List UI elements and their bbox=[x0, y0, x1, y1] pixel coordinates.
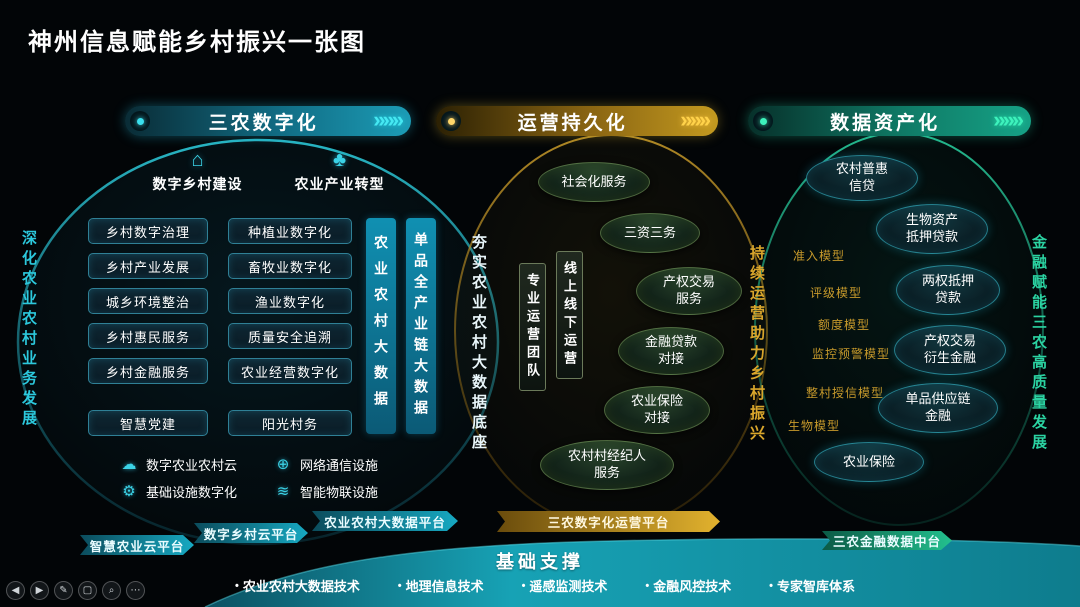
infra-digital-infrastructure: ⚙ 基础设施数字化 bbox=[120, 481, 237, 501]
agriculture-icon: ♣ bbox=[332, 149, 347, 171]
prev-slide-button[interactable]: ◀ bbox=[6, 581, 25, 600]
service-rural-broker: 农村村经纪人服务 bbox=[540, 440, 674, 490]
box-rural-industry-dev: 乡村产业发展 bbox=[88, 253, 208, 279]
village-icon: ⌂ bbox=[191, 149, 204, 171]
left-foundation-label: 夯实农业农村大数据底座 bbox=[470, 234, 487, 454]
product-agri-insurance: 农业保险 bbox=[814, 442, 924, 482]
header-operation: 运营持久化 »»» bbox=[436, 106, 718, 136]
platform-agri-rural-bigdata: 农业农村大数据平台 bbox=[312, 511, 458, 531]
model-access: 准入模型 bbox=[793, 249, 846, 263]
footer-item: • 地理信息技术 bbox=[398, 576, 484, 595]
model-biological: 生物模型 bbox=[788, 419, 841, 433]
infra-digital-agri-cloud: ☁ 数字农业农村云 bbox=[120, 454, 238, 474]
right-side-label: 金融赋能三农高质量发展 bbox=[1030, 234, 1047, 454]
bullet-icon: • bbox=[645, 579, 650, 592]
zoom-button[interactable]: ⌕ bbox=[102, 581, 121, 600]
header-operation-label: 运营持久化 bbox=[517, 112, 628, 134]
chevrons-icon: »»» bbox=[680, 106, 711, 132]
footer-title: 基础支撑 bbox=[496, 552, 584, 572]
page-title: 神州信息赋能乡村振兴一张图 bbox=[28, 29, 366, 56]
cloud-icon: ☁ bbox=[121, 456, 137, 473]
pen-annotate-button[interactable]: ✎ bbox=[54, 581, 73, 600]
infra-label: 基础设施数字化 bbox=[146, 484, 238, 500]
bullet-icon: • bbox=[769, 579, 773, 592]
box-sunshine-village-affairs: 阳光村务 bbox=[228, 410, 352, 436]
box-rural-finance-services: 乡村金融服务 bbox=[88, 358, 208, 384]
footer-item-label: 地理信息技术 bbox=[405, 579, 484, 594]
box-rural-welfare-services: 乡村惠民服务 bbox=[88, 323, 208, 349]
header-asset-label: 数据资产化 bbox=[830, 112, 941, 134]
model-village-credit: 整村授信模型 bbox=[806, 386, 885, 400]
product-inclusive-credit: 农村普惠信贷 bbox=[806, 155, 918, 201]
model-rating: 评级模型 bbox=[810, 286, 863, 300]
slideshow-controls: ◀ ▶ ✎ ▢ ⌕ ⋯ bbox=[6, 581, 145, 600]
bullet-icon: • bbox=[521, 579, 526, 592]
bar-single-product-chain-bigdata: 单品全产业链大数据 bbox=[406, 218, 436, 434]
signal-icon: ≋ bbox=[276, 483, 290, 500]
header-digital-label: 三农数字化 bbox=[208, 112, 319, 134]
header-digital: 三农数字化 »»» bbox=[125, 106, 411, 136]
footer-item-label: 农业农村大数据技术 bbox=[242, 579, 360, 594]
footer-item: • 遥感监测技术 bbox=[522, 576, 608, 595]
bar-professional-ops-team: 专业运营团队 bbox=[519, 263, 546, 391]
bullet-icon: • bbox=[235, 579, 239, 592]
service-loan-matching: 金融贷款对接 bbox=[618, 327, 724, 375]
box-quality-traceability: 质量安全追溯 bbox=[228, 323, 352, 349]
product-supply-chain-finance: 单品供应链金融 bbox=[878, 383, 998, 433]
subhead-agri-transform: ♣ 农业产业转型 bbox=[272, 149, 407, 194]
subhead-digital-village: ⌂ 数字乡村建设 bbox=[130, 149, 265, 194]
next-slide-button[interactable]: ▶ bbox=[30, 581, 49, 600]
left-side-label: 深化农业农村业务发展 bbox=[20, 230, 37, 430]
model-quota: 额度模型 bbox=[818, 318, 871, 332]
product-bio-asset-mortgage: 生物资产抵押贷款 bbox=[876, 204, 988, 254]
platform-finance-data-middle: 三农金融数据中台 bbox=[822, 531, 952, 550]
box-smart-party-building: 智慧党建 bbox=[88, 410, 208, 436]
bar-online-offline-ops: 线上线下运营 bbox=[556, 251, 583, 379]
product-two-rights-mortgage: 两权抵押贷款 bbox=[896, 265, 1000, 315]
service-property-trade: 产权交易服务 bbox=[636, 267, 742, 315]
slide-sorter-button[interactable]: ▢ bbox=[78, 581, 97, 600]
footer-item: • 专家智库体系 bbox=[769, 576, 855, 595]
header-asset: 数据资产化 »»» bbox=[748, 106, 1031, 136]
bar-agri-rural-bigdata: 农业农村大数据 bbox=[366, 218, 396, 434]
chevrons-icon: »»» bbox=[373, 106, 404, 132]
subhead-agri-transform-label: 农业产业转型 bbox=[294, 176, 385, 192]
service-three-capital-affairs: 三资三务 bbox=[600, 213, 700, 253]
box-fishery-digital: 渔业数字化 bbox=[228, 288, 352, 314]
box-agri-operation-digital: 农业经营数字化 bbox=[228, 358, 352, 384]
bullet-icon: • bbox=[397, 579, 402, 592]
model-monitor-warning: 监控预警模型 bbox=[812, 347, 891, 361]
middle-side-label: 持续运营助力乡村振兴 bbox=[748, 245, 765, 445]
service-insurance-matching: 农业保险对接 bbox=[604, 386, 710, 434]
box-urban-rural-environment: 城乡环境整治 bbox=[88, 288, 208, 314]
network-icon: ⊕ bbox=[276, 456, 290, 473]
glow-dot-icon bbox=[441, 111, 461, 131]
platform-digital-village-cloud: 数字乡村云平台 bbox=[194, 523, 308, 543]
box-livestock-digital: 畜牧业数字化 bbox=[228, 253, 352, 279]
platform-smart-agri-cloud: 智慧农业云平台 bbox=[80, 535, 194, 555]
gear-icon: ⚙ bbox=[122, 483, 136, 500]
infra-network-comm: ⊕ 网络通信设施 bbox=[274, 454, 378, 474]
footer-item-label: 金融风控技术 bbox=[653, 579, 732, 594]
footer-item-label: 遥感监测技术 bbox=[529, 579, 608, 594]
subhead-digital-village-label: 数字乡村建设 bbox=[152, 176, 243, 192]
product-property-derivative: 产权交易衍生金融 bbox=[894, 325, 1006, 375]
platform-digital-ops: 三农数字化运营平台 bbox=[497, 511, 720, 532]
service-socialized: 社会化服务 bbox=[538, 162, 650, 202]
footer-item: • 金融风控技术 bbox=[645, 576, 731, 595]
infra-smart-iot: ≋ 智能物联设施 bbox=[274, 481, 378, 501]
box-rural-digital-governance: 乡村数字治理 bbox=[88, 218, 208, 244]
infra-label: 数字农业农村云 bbox=[146, 457, 238, 473]
footer-item: • 农业农村大数据技术 bbox=[235, 576, 360, 595]
glow-dot-icon bbox=[753, 111, 773, 131]
box-planting-digital: 种植业数字化 bbox=[228, 218, 352, 244]
footer-item-label: 专家智库体系 bbox=[776, 579, 855, 594]
footer-items: • 农业农村大数据技术 • 地理信息技术 • 遥感监测技术 • 金融风控技术 •… bbox=[235, 576, 855, 595]
infra-label: 智能物联设施 bbox=[300, 484, 379, 500]
chevrons-icon: »»» bbox=[993, 106, 1024, 132]
glow-dot-icon bbox=[130, 111, 150, 131]
infra-label: 网络通信设施 bbox=[300, 457, 379, 473]
more-options-button[interactable]: ⋯ bbox=[126, 581, 145, 600]
